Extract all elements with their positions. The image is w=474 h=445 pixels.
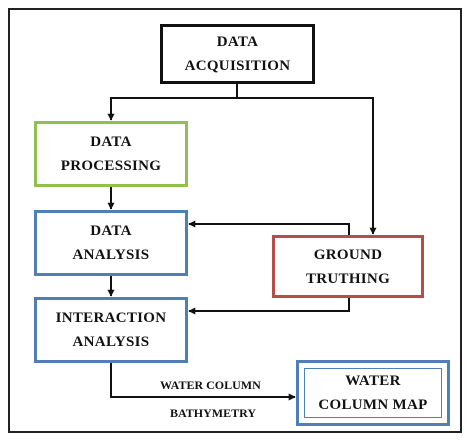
node-label-line: DATA bbox=[90, 223, 132, 239]
node-data-acquisition: DATA ACQUISITION bbox=[160, 24, 315, 84]
node-water-column-map: WATER COLUMN MAP bbox=[296, 360, 450, 426]
node-label-line: ACQUISITION bbox=[184, 58, 291, 74]
node-label-line: INTERACTION bbox=[55, 310, 167, 326]
node-inner-border: WATER COLUMN MAP bbox=[304, 368, 442, 418]
node-data-analysis: DATA ANALYSIS bbox=[34, 210, 188, 276]
node-label-line: DATA bbox=[216, 34, 259, 50]
edge-ground-truthing-to-interaction bbox=[188, 298, 350, 315]
node-label-line: PROCESSING bbox=[60, 158, 162, 174]
node-label-line: ANALYSIS bbox=[72, 247, 150, 263]
node-label-line: WATER bbox=[345, 373, 401, 389]
edge-label-water-column: WATER COLUMN bbox=[160, 378, 261, 392]
edge-acquisition-to-ground-truthing bbox=[237, 97, 377, 235]
node-data-processing: DATA PROCESSING bbox=[34, 121, 188, 187]
edge-ground-truthing-to-analysis bbox=[188, 220, 350, 235]
edge-acquisition-to-processing bbox=[107, 97, 237, 121]
node-label-line: COLUMN MAP bbox=[318, 397, 428, 413]
node-interaction-analysis: INTERACTION ANALYSIS bbox=[34, 297, 188, 363]
node-label-line: TRUTHING bbox=[305, 270, 391, 287]
node-ground-truthing: GROUND TRUTHING bbox=[272, 235, 424, 298]
node-label-line: GROUND bbox=[313, 246, 383, 263]
edge-label-bathymetry: BATHYMETRY bbox=[170, 406, 257, 420]
node-label-line: ANALYSIS bbox=[72, 334, 150, 350]
edge-interaction-to-map bbox=[110, 363, 296, 401]
node-label-line: DATA bbox=[90, 134, 132, 150]
diagram-frame bbox=[8, 8, 462, 433]
